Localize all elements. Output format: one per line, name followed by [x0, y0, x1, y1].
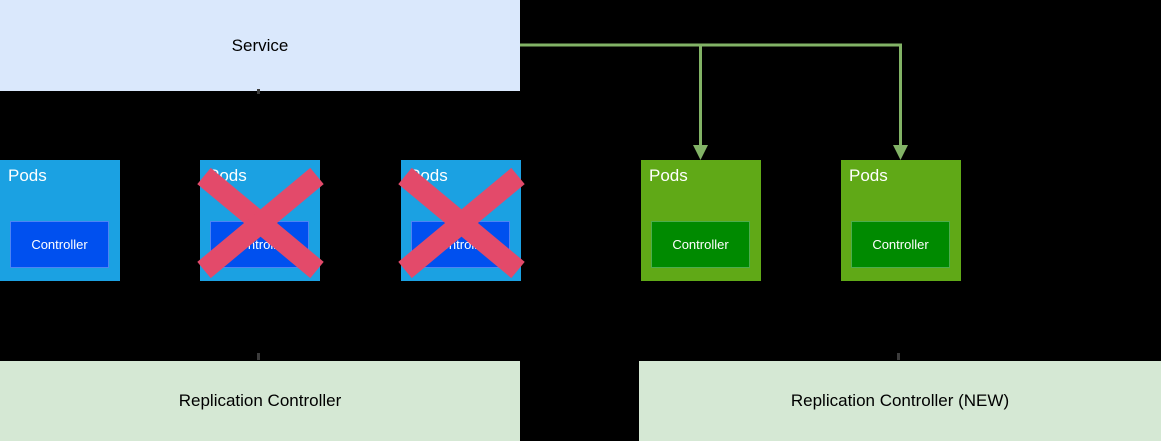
x-mark-icon	[398, 167, 525, 279]
pod-new-1: Pods Controller	[641, 160, 761, 281]
controller-node: Controller	[651, 221, 750, 268]
replication-controller-new-label: Replication Controller (NEW)	[790, 391, 1010, 410]
connector-remnant-tick	[257, 89, 260, 94]
controller-label: Controller	[31, 237, 88, 252]
x-stroke	[398, 167, 525, 279]
pod-old-1: Pods Controller	[0, 160, 120, 281]
arrow-down-icon	[693, 145, 708, 160]
service-node: Service	[0, 0, 520, 91]
controller-label: Controller	[872, 237, 929, 252]
pod-label: Pods	[849, 166, 888, 185]
connector-remnant-tick	[897, 353, 900, 360]
replication-controller-new-node: Replication Controller (NEW)	[639, 361, 1161, 441]
controller-node: Controller	[851, 221, 950, 268]
service-label: Service	[231, 35, 289, 55]
service-to-pods-connector	[520, 43, 908, 160]
connector-remnant-tick	[257, 353, 260, 360]
arrow-down-icon	[893, 145, 908, 160]
pod-label: Pods	[649, 166, 688, 185]
x-mark-icon	[197, 167, 324, 279]
pod-old-2: Pods Controller	[197, 160, 324, 281]
replication-controller-label: Replication Controller	[178, 391, 342, 410]
controller-label: Controller	[672, 237, 729, 252]
pod-label: Pods	[8, 166, 47, 185]
replication-controller-node: Replication Controller	[0, 361, 520, 441]
controller-node: Controller	[10, 221, 109, 268]
pod-new-2: Pods Controller	[841, 160, 961, 281]
x-stroke	[197, 167, 324, 279]
pod-old-3: Pods Controller	[398, 160, 525, 281]
